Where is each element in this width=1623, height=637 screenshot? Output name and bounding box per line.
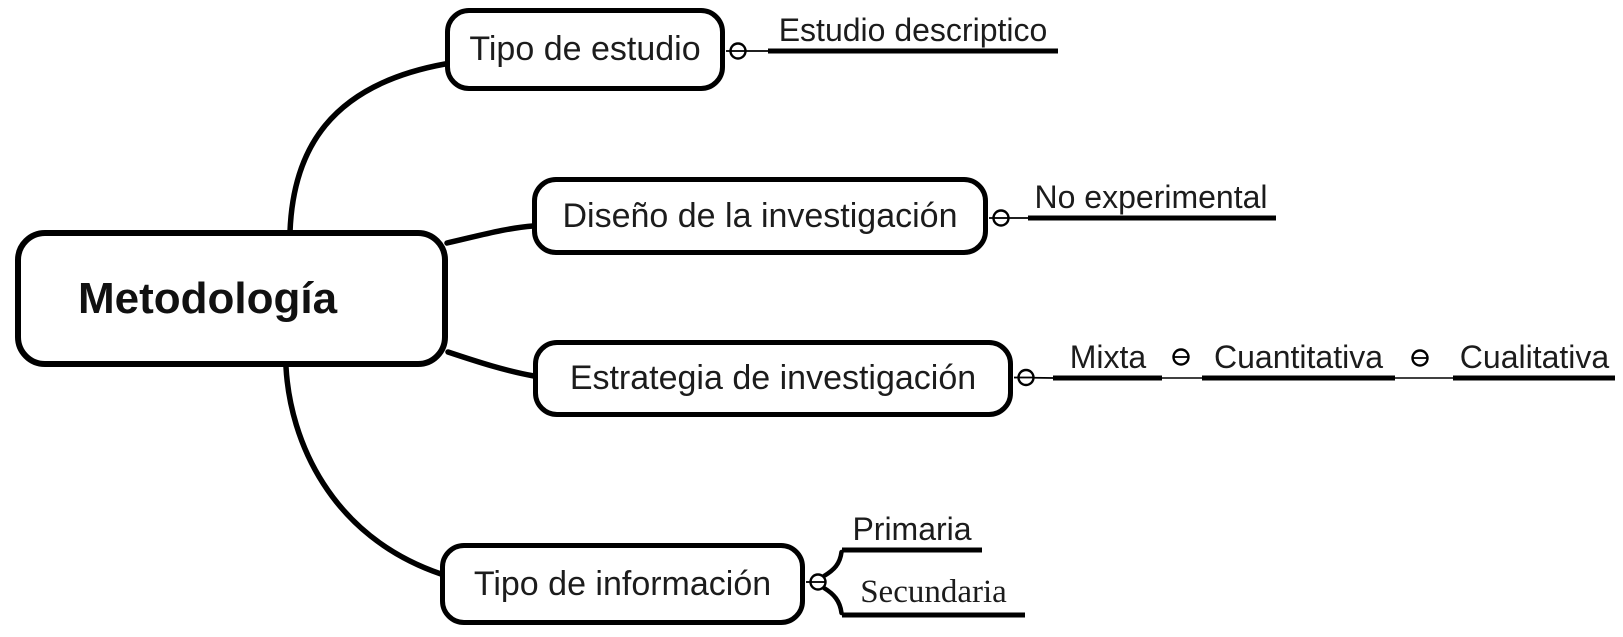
node-label: Tipo de información [473,564,772,603]
child-connector-curve-primaria [821,549,844,579]
node-primaria[interactable]: Primaria [842,510,982,548]
node-label: No experimental [1034,179,1268,215]
branch-curve-tipo-de-estudio [287,61,448,235]
node-label: Primaria [852,511,972,547]
node-estudio-descriptico[interactable]: Estudio descriptico [768,11,1058,49]
node-label: Cuantitativa [1214,339,1383,375]
branch-curve-tipo-de-informacion [283,364,444,577]
minus-circle-icon[interactable] [809,573,827,591]
minus-circle-icon[interactable] [729,42,747,60]
child-connector-curve-secundaria [821,585,844,616]
node-no-experimental[interactable]: No experimental [1018,178,1284,216]
minus-circle-icon[interactable] [1017,368,1035,387]
node-label: Cualitativa [1459,339,1610,375]
node-tipo-de-informacion[interactable]: Tipo de información [440,543,805,625]
node-label: Estrategia de investigación [569,359,977,397]
node-label: Tipo de estudio [469,30,701,68]
node-estrategia-de-investigacion[interactable]: Estrategia de investigación [533,340,1013,417]
node-diseno-de-la-investigacion[interactable]: Diseño de la investigación [532,177,988,255]
node-label: Mixta [1069,339,1147,375]
node-tipo-de-estudio[interactable]: Tipo de estudio [445,8,725,91]
node-label: Estudio descriptico [778,12,1048,48]
minus-circle-icon[interactable] [1411,349,1429,367]
node-cualitativa[interactable]: Cualitativa [1453,338,1616,376]
node-label: Secundaria [860,574,1007,610]
branch-curve-estrategia [445,349,537,379]
node-mixta[interactable]: Mixta [1053,338,1163,376]
minus-circle-icon[interactable] [1172,348,1190,366]
node-secundaria[interactable]: Secundaria [842,573,1025,611]
minus-circle-icon[interactable] [992,209,1010,227]
node-cuantitativa[interactable]: Cuantitativa [1202,338,1395,376]
node-label: Diseño de la investigación [562,196,958,235]
branch-curve-diseno [444,223,536,246]
node-metodologia[interactable]: Metodología [15,230,448,367]
node-label: Metodología [77,273,338,323]
